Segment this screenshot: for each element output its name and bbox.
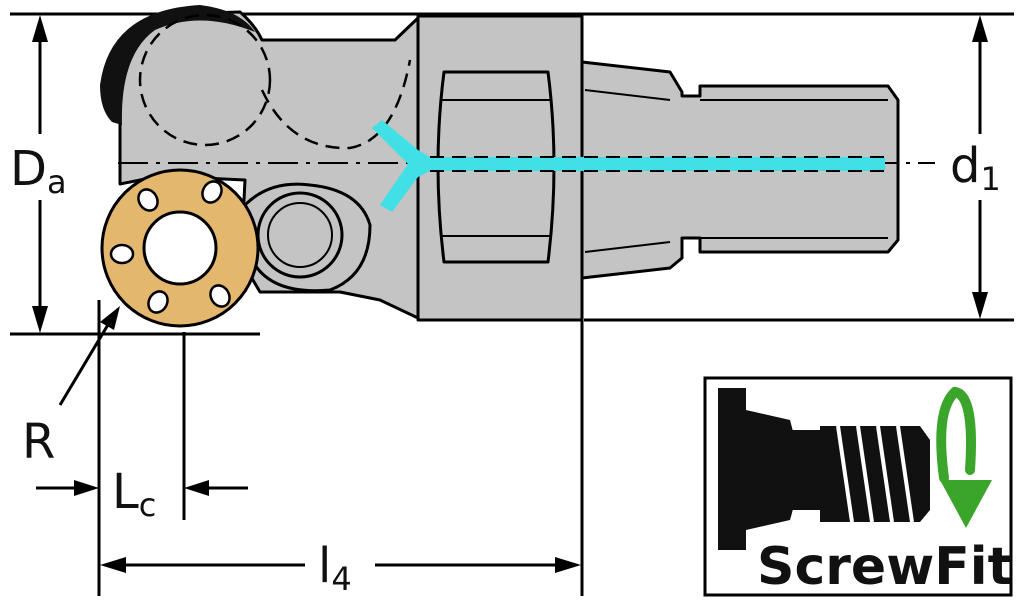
coolant-channel	[372, 120, 885, 212]
insert-seat-shadow	[100, 5, 255, 125]
screwfit-logo: ScrewFit	[703, 376, 1013, 597]
logo-neck	[790, 430, 820, 510]
round-insert	[100, 168, 260, 328]
insert-center-hole	[142, 210, 218, 286]
clamp-screw-inner	[267, 202, 333, 268]
lc-arrowhead-right	[184, 480, 209, 496]
logo-thread	[820, 426, 930, 522]
hidden-insert-circle	[138, 13, 272, 147]
lc-arrowhead-left	[74, 480, 99, 496]
rotation-arrowhead-icon	[940, 480, 992, 528]
rotation-arrow-icon	[936, 386, 976, 483]
insert-index-hole	[209, 284, 231, 308]
r-leader-arrowhead	[100, 306, 120, 330]
r-label: R	[22, 414, 55, 470]
logo-text: ScrewFit	[757, 537, 1012, 597]
coolant-channels	[372, 120, 885, 212]
taper-edge-bottom	[584, 241, 671, 253]
clamp-screw	[238, 182, 372, 293]
lc-label: Lc	[112, 464, 156, 524]
l4-arrowhead-right	[555, 557, 581, 573]
insert-index-hole	[201, 180, 223, 204]
logo-taper	[746, 410, 798, 530]
d1-arrowhead-top	[972, 15, 988, 42]
hidden-pocket-curve	[260, 59, 412, 150]
da-arrowhead-top	[32, 15, 48, 42]
insert-index-hole	[137, 188, 159, 212]
hidden-lines	[138, 13, 412, 150]
taper-edge-top	[584, 89, 671, 101]
insert-index-hole	[147, 290, 169, 314]
l4-label: l4	[318, 538, 352, 598]
logo-flange	[718, 388, 746, 550]
r-leader-line	[58, 317, 114, 406]
dimension-arrows	[32, 15, 988, 573]
d1-label: d1	[950, 138, 1001, 198]
l4-arrowhead-left	[100, 557, 126, 573]
da-arrowhead-bottom	[32, 306, 48, 333]
logo-thread-lines	[836, 425, 914, 523]
insert-index-hole	[109, 243, 135, 265]
da-label: Da	[10, 141, 67, 201]
dimension-labels: Da d1 R Lc l4	[10, 138, 1001, 598]
d1-arrowhead-bottom	[972, 292, 988, 319]
